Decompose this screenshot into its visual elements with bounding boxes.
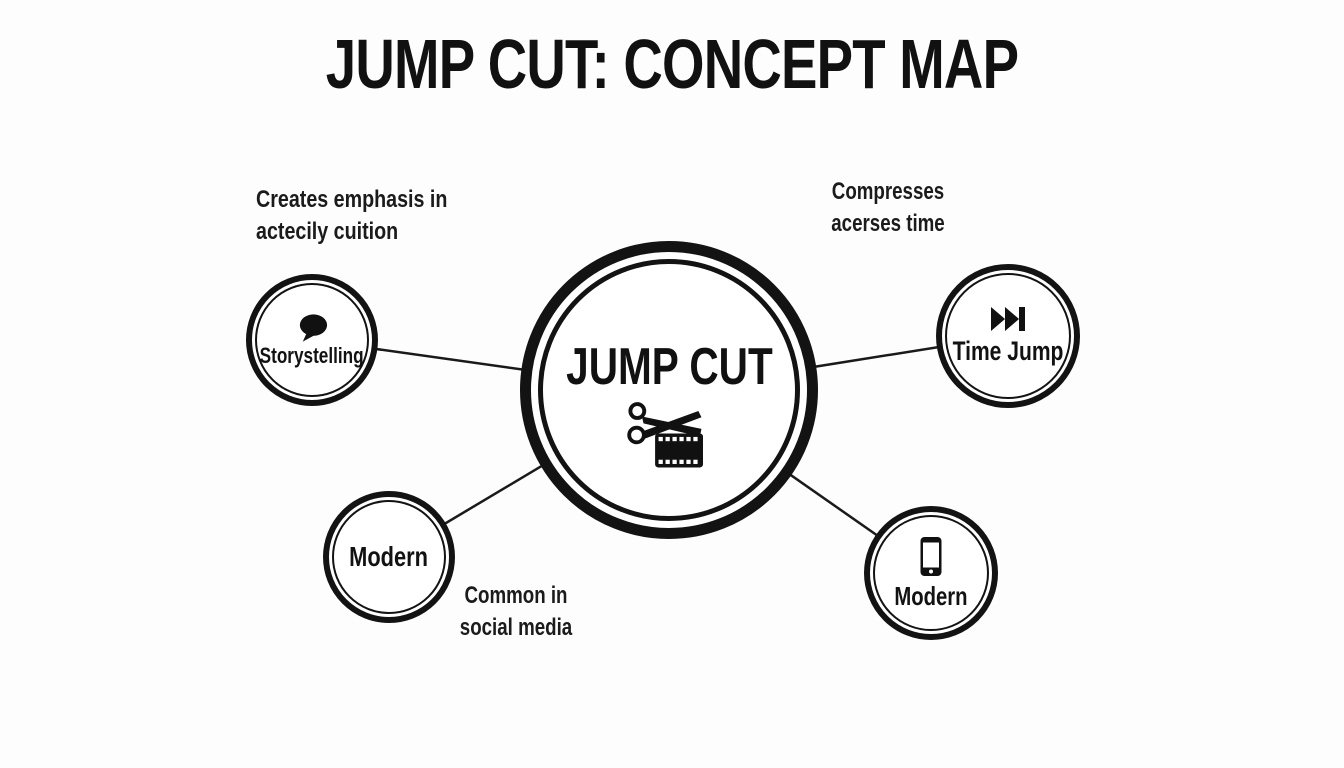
- center-node-label: JUMP CUT: [565, 338, 773, 396]
- speech-bubble-icon: [295, 312, 330, 344]
- skip-forward-icon: [989, 305, 1027, 333]
- annotation-line: Common in: [464, 582, 568, 609]
- annotation-line: social media: [459, 614, 573, 641]
- node-time-jump: Time Jump: [936, 264, 1080, 408]
- node-modern-left: Modern: [323, 491, 455, 623]
- annotation-time-jump: Compresses acerses time: [788, 176, 988, 240]
- annotation-line: Creates emphasis in: [256, 186, 448, 213]
- node-modern-right: Modern: [864, 506, 998, 640]
- annotation-line: Compresses: [831, 178, 945, 205]
- scissors-filmstrip-icon: [627, 401, 711, 469]
- center-node-jump-cut: JUMP CUT: [520, 241, 818, 539]
- annotation-storytelling: Creates emphasis in actecily cuition: [256, 184, 496, 248]
- node-label: Modern: [894, 580, 968, 611]
- page-title: JUMP CUT: CONCEPT MAP: [325, 25, 1019, 103]
- node-label: Time Jump: [952, 336, 1064, 367]
- annotation-modern: Common in social media: [416, 580, 616, 644]
- annotation-line: acerses time: [831, 210, 945, 237]
- node-label: Storystelling: [260, 342, 364, 368]
- node-label: Modern: [349, 540, 429, 572]
- annotation-line: actecily cuition: [256, 218, 399, 245]
- node-storytelling: Storystelling: [246, 274, 378, 406]
- smartphone-icon: [920, 536, 942, 577]
